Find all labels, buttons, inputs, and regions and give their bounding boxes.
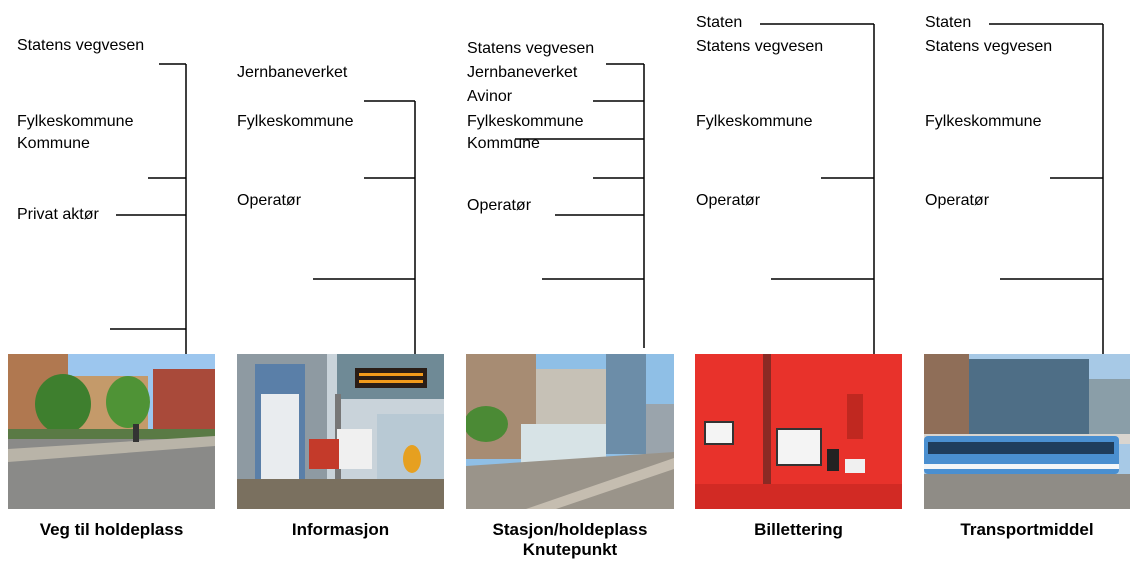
- label-statens-vegvesen: Statens vegvesen: [17, 37, 145, 54]
- label-fylkeskommune: Fylkeskommune: [237, 113, 354, 130]
- caption-stasjon-holdeplass: Stasjon/holdeplass: [492, 520, 648, 539]
- ticket-machine-photo: [695, 354, 902, 509]
- label-statens-vegvesen: Statens vegvesen: [925, 38, 1053, 55]
- label-operator: Operatør: [696, 192, 761, 209]
- label-operator: Operatør: [467, 197, 532, 214]
- station-stop-photo: [466, 354, 674, 509]
- caption-informasjon: Informasjon: [291, 520, 390, 539]
- label-fylkeskommune: Fylkeskommune: [696, 113, 813, 130]
- caption-knutepunkt: Knutepunkt: [522, 540, 618, 559]
- tram-photo: [924, 354, 1130, 509]
- information-display-photo: [237, 354, 444, 509]
- label-kommune: Kommune: [467, 135, 540, 152]
- label-avinor: Avinor: [467, 88, 513, 105]
- road-to-stop-photo: [8, 354, 215, 509]
- column-4-lines: [760, 23, 875, 358]
- label-fylkeskommune: Fylkeskommune: [925, 113, 1042, 130]
- caption-veg-til-holdeplass: Veg til holdeplass: [39, 520, 184, 539]
- label-operator: Operatør: [925, 192, 990, 209]
- label-kommune: Kommune: [17, 135, 90, 152]
- label-jernbaneverket: Jernbaneverket: [237, 64, 348, 81]
- label-statens-vegvesen: Statens vegvesen: [467, 40, 595, 57]
- label-fylkeskommune: Fylkeskommune: [17, 113, 134, 130]
- caption-transportmiddel: Transportmiddel: [960, 520, 1094, 539]
- label-staten: Staten: [696, 14, 743, 31]
- column-3-lines: [515, 63, 645, 348]
- column-5-lines: [989, 23, 1104, 354]
- label-operator: Operatør: [237, 192, 302, 209]
- caption-billettering: Billettering: [754, 520, 843, 539]
- column-2-lines: [313, 100, 416, 354]
- column-1-lines: [110, 63, 187, 354]
- label-jernbaneverket: Jernbaneverket: [467, 64, 578, 81]
- label-staten: Staten: [925, 14, 972, 31]
- label-fylkeskommune: Fylkeskommune: [467, 113, 584, 130]
- label-privat-aktor: Privat aktør: [17, 206, 99, 223]
- label-statens-vegvesen: Statens vegvesen: [696, 38, 824, 55]
